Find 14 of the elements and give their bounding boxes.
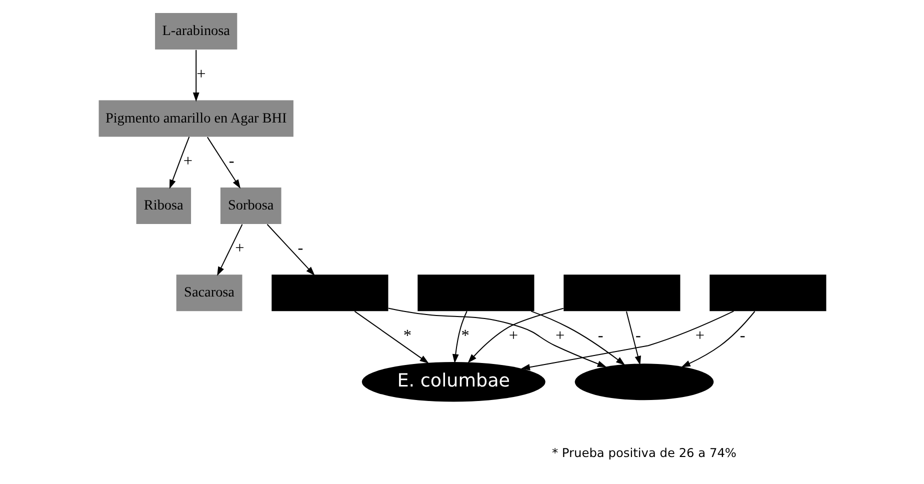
- edge-label: *: [402, 326, 412, 344]
- edge-label: +: [555, 326, 564, 344]
- edge-label: +: [508, 326, 518, 344]
- edge-label: -: [739, 326, 745, 344]
- edge-label: -: [634, 326, 640, 344]
- edge-label: +: [196, 64, 206, 82]
- edge-label: -: [297, 238, 303, 257]
- label: * Prueba positiva de 26 a 74%: [551, 445, 736, 460]
- edge-label: *: [460, 326, 469, 344]
- edge-label: -: [597, 326, 603, 344]
- edge-label: +: [182, 151, 192, 170]
- edge-label: +: [694, 326, 704, 344]
- edge-label: -: [228, 151, 234, 170]
- edge-label: +: [234, 238, 244, 257]
